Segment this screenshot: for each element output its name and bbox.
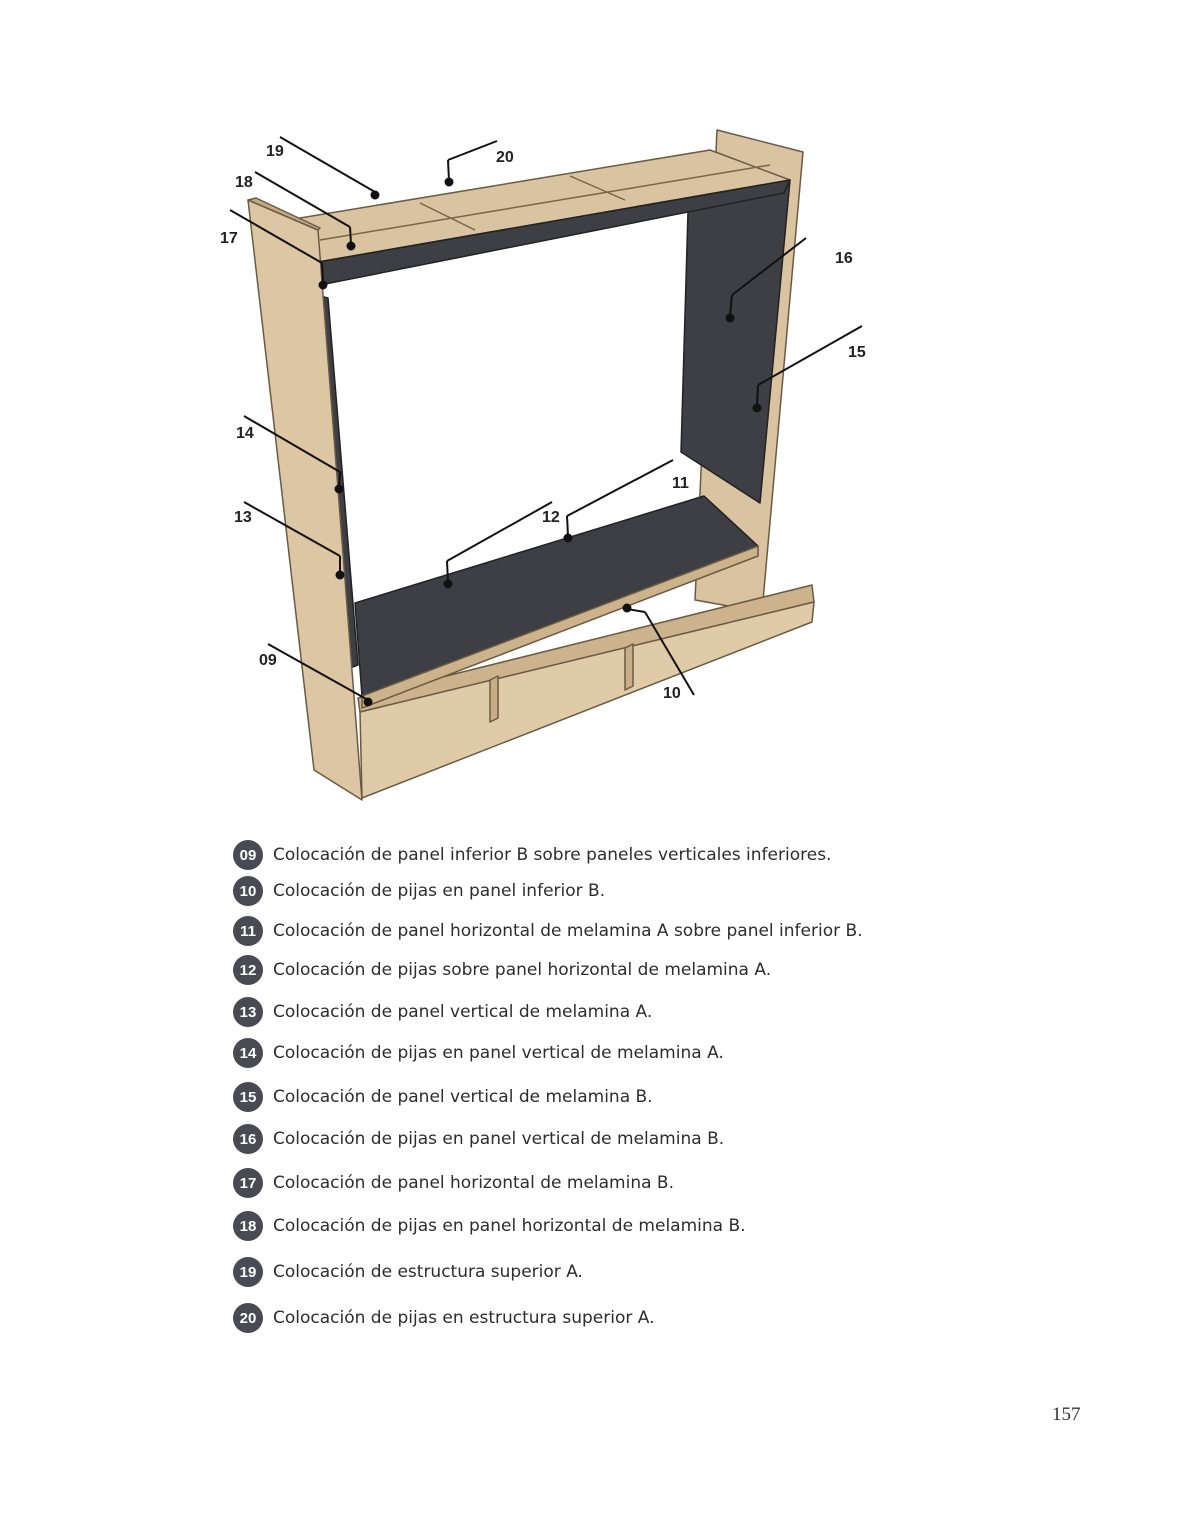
step-number-badge: 12 <box>233 955 263 985</box>
lower-panel-edge <box>361 545 759 709</box>
step-number-badge: 14 <box>233 1038 263 1068</box>
callout-14: 14 <box>236 425 254 442</box>
step-text: Colocación de panel inferior B sobre pan… <box>273 845 832 865</box>
callout-12: 12 <box>542 509 560 526</box>
callout-18: 18 <box>235 174 253 191</box>
step-item: 16 Colocación de pijas en panel vertical… <box>233 1124 724 1154</box>
furniture-assembly-diagram: 19 20 18 17 16 15 14 13 12 11 09 10 <box>220 129 866 801</box>
callout-16: 16 <box>835 250 853 267</box>
step-text: Colocación de pijas en panel horizontal … <box>273 1216 746 1236</box>
base-front <box>359 601 815 799</box>
divider-1 <box>489 675 499 723</box>
callout-11: 11 <box>672 475 689 492</box>
page-number: 157 <box>1052 1404 1081 1425</box>
step-item: 14 Colocación de pijas en panel vertical… <box>233 1038 724 1068</box>
step-item: 19 Colocación de estructura superior A. <box>233 1257 583 1287</box>
step-item: 15 Colocación de panel vertical de melam… <box>233 1082 653 1112</box>
leader-lines <box>229 136 863 707</box>
step-number-badge: 09 <box>233 840 263 870</box>
step-text: Colocación de pijas en panel vertical de… <box>273 1129 725 1149</box>
step-text: Colocación de panel vertical de melamina… <box>273 1002 653 1022</box>
step-text: Colocación de panel vertical de melamina… <box>273 1087 653 1107</box>
callout-13: 13 <box>234 509 252 526</box>
step-number-badge: 15 <box>233 1082 263 1112</box>
step-text: Colocación de pijas sobre panel horizont… <box>273 960 772 980</box>
step-item: 10 Colocación de pijas en panel inferior… <box>233 876 605 906</box>
step-text: Colocación de panel horizontal de melami… <box>273 1173 674 1193</box>
callout-10: 10 <box>663 685 681 702</box>
callout-labels: 19 20 18 17 16 15 14 13 12 11 09 10 <box>220 143 866 702</box>
step-text: Colocación de pijas en estructura superi… <box>273 1308 655 1328</box>
step-number-badge: 13 <box>233 997 263 1027</box>
callout-20: 20 <box>496 149 514 166</box>
callout-09: 09 <box>259 652 277 669</box>
callout-15: 15 <box>848 344 866 361</box>
step-item: 20 Colocación de pijas en estructura sup… <box>233 1303 654 1333</box>
step-number-badge: 16 <box>233 1124 263 1154</box>
step-item: 17 Colocación de panel horizontal de mel… <box>233 1168 674 1198</box>
step-text: Colocación de pijas en panel inferior B. <box>273 881 606 901</box>
step-number-badge: 19 <box>233 1257 263 1287</box>
step-number-badge: 18 <box>233 1211 263 1241</box>
step-item: 11 Colocación de panel horizontal de mel… <box>233 916 863 946</box>
step-item: 13 Colocación de panel vertical de melam… <box>233 997 652 1027</box>
step-number-badge: 17 <box>233 1168 263 1198</box>
step-number-badge: 20 <box>233 1303 263 1333</box>
callout-17: 17 <box>220 230 238 247</box>
step-text: Colocación de panel horizontal de melami… <box>273 921 863 941</box>
step-item: 18 Colocación de pijas en panel horizont… <box>233 1211 746 1241</box>
step-number-badge: 10 <box>233 876 263 906</box>
step-item: 12 Colocación de pijas sobre panel horiz… <box>233 955 771 985</box>
step-number-badge: 11 <box>233 916 263 946</box>
callout-19: 19 <box>266 143 284 160</box>
furniture-drawing <box>247 129 815 801</box>
step-item: 09 Colocación de panel inferior B sobre … <box>233 840 831 870</box>
step-text: Colocación de estructura superior A. <box>273 1262 583 1282</box>
step-text: Colocación de pijas en panel vertical de… <box>273 1043 724 1063</box>
divider-2 <box>624 643 634 691</box>
left-side-panel-edge <box>247 197 321 231</box>
